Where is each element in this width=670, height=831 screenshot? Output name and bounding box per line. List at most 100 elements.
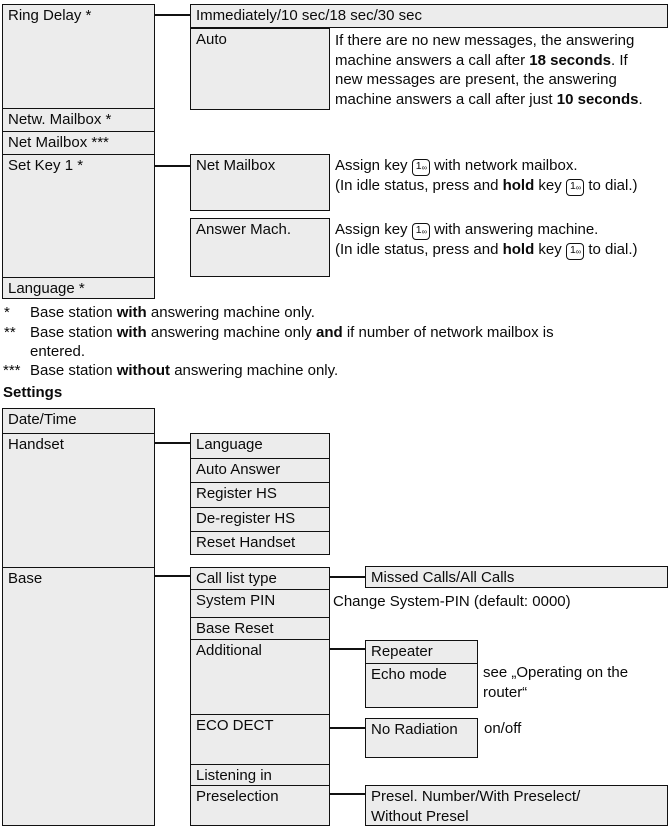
desc-line: (In idle status, press and hold key 1∞ t… [335,240,670,260]
submenu-label-preselection: Preselection [196,788,279,805]
footnote-2-marker: ** [4,324,16,341]
footnote-2-text-line2: entered. [30,343,86,360]
desc-bold-text: hold [502,241,535,258]
key-digit: 1 [569,244,576,256]
ring-delay-options-label: Immediately/10 sec/18 sec/30 sec [196,7,422,24]
desc-text: key [534,177,562,194]
desc-line: If there are no new messages, the answer… [335,31,669,51]
no-radiation-value: on/off [484,720,522,737]
desc-line: new messages are present, the answering [335,70,669,90]
answer-mach-option-box: Answer Mach. [190,218,330,277]
submenu-cell-call-list-type: Call list type [191,568,329,589]
key-1-icon: 1∞ [411,223,430,240]
key-digit: 1 [569,180,576,192]
net-mailbox-option-label: Net Mailbox [196,157,276,174]
key-digit: 1 [415,160,422,172]
key-digit: 1 [415,224,422,236]
submenu-cell-register-hs: Register HS [191,482,329,507]
desc-bold-text: 18 seconds [529,51,611,69]
submenu-label-reset-handset: Reset Handset [196,534,296,551]
submenu-label-listening-in: Listening in [196,767,272,784]
desc-text: key [534,241,562,258]
ring-delay-options-box: Immediately/10 sec/18 sec/30 sec [190,4,668,28]
preselection-options-box: Presel. Number/With Preselect/ Without P… [365,785,668,826]
base-submenu-column: Call list type System PIN Base Reset Add… [190,567,330,826]
submenu-label-repeater: Repeater [371,643,433,660]
menu-cell-set-key-1: Set Key 1 * [3,154,154,277]
answer-mach-option-label: Answer Mach. [196,221,292,238]
submenu-label-eco-dect: ECO DECT [196,717,274,734]
footnote-bold: with [116,324,147,341]
submenu-label-call-list-type: Call list type [196,570,277,587]
submenu-label-echo-mode: Echo mode [371,666,447,683]
desc-text: (In idle status, press and [335,177,503,194]
submenu-cell-reset-handset: Reset Handset [191,531,329,554]
submenu-cell-listening-in: Listening in [191,764,329,785]
call-list-options-box: Missed Calls/All Calls [365,566,668,588]
desc-text: new messages are present, the answering [335,71,617,88]
menu-label-ring-delay: Ring Delay * [8,7,92,24]
menu-cell-netw-mailbox: Netw. Mailbox * [3,108,154,131]
no-radiation-box: No Radiation [365,718,478,758]
desc-text: If there are no new messages, the answer… [335,32,635,49]
desc-line: machine answers a call after just 10 sec… [335,90,669,110]
desc-text: Assign key [335,221,408,238]
desc-text: machine answers a call after just [335,90,557,108]
connector-line [330,793,365,795]
note-line: router“ [483,683,528,701]
desc-text: (In idle status, press and [335,241,503,258]
desc-line: Assign key 1∞ with answering machine. [335,220,670,240]
desc-line: Assign key 1∞ with network mailbox. [335,156,670,176]
settings-heading: Settings [3,384,63,401]
connector-line [155,442,190,444]
handset-submenu-column: Language Auto Answer Register HS De-regi… [190,433,330,555]
footnote-bold: and [315,324,343,341]
answer-mach-description: Assign key 1∞ with answering machine. (I… [335,220,670,260]
submenu-cell-language: Language [191,434,329,458]
auto-description: If there are no new messages, the answer… [335,31,669,109]
footnote-text: Base station [30,362,117,379]
submenu-label-deregister-hs: De-register HS [196,510,296,527]
settings-menu-column: Date/Time Handset Base [2,408,155,826]
submenu-label-auto-answer: Auto Answer [196,461,281,478]
desc-text: machine answers a call after [335,51,530,69]
menu-cell-date-time: Date/Time [3,409,154,433]
net-mailbox-description: Assign key 1∞ with network mailbox. (In … [335,156,670,196]
footnote-1-marker: * [4,304,10,321]
menu-label-netw-mailbox: Netw. Mailbox * [8,111,112,128]
footnote-bold: without [116,362,171,379]
menu-label-handset: Handset [8,436,64,453]
menu-cell-handset: Handset [3,433,154,567]
submenu-label-language: Language [196,436,263,453]
menu-cell-language: Language * [3,277,154,298]
key-voicemail-glyph: ∞ [421,227,427,236]
desc-text: with network mailbox. [434,157,578,174]
footnote-bold: with [116,304,147,321]
menu-cell-base: Base [3,567,154,825]
auto-option-label: Auto [196,31,227,48]
key-1-icon: 1∞ [565,243,585,260]
footnote-1-text: Base station with answering machine only… [30,303,315,323]
footnote-text: answering machine only [146,324,316,341]
submenu-cell-auto-answer: Auto Answer [191,458,329,482]
key-1-icon: 1∞ [411,159,430,176]
key-voicemail-glyph: ∞ [575,247,582,256]
footnote-text: Base station [30,324,117,341]
submenu-cell-deregister-hs: De-register HS [191,507,329,531]
submenu-label-base-reset: Base Reset [196,620,274,637]
submenu-label-additional: Additional [196,642,262,659]
desc-text: . [638,90,643,108]
connector-line [155,14,190,16]
desc-bold-text: hold [502,177,535,194]
submenu-cell-additional: Additional [191,639,329,714]
desc-line: machine answers a call after 18 seconds.… [335,51,669,71]
footnote-text: answering machine only. [170,362,339,379]
desc-line: (In idle status, press and hold key 1∞ t… [335,176,670,196]
submenu-label-system-pin: System PIN [196,592,276,609]
menu-cell-ring-delay: Ring Delay * [3,5,154,108]
footnote-text: answering machine only. [146,304,315,321]
connector-line [155,165,190,167]
menu-label-net-mailbox: Net Mailbox *** [8,134,109,151]
desc-text: Assign key [335,157,408,174]
